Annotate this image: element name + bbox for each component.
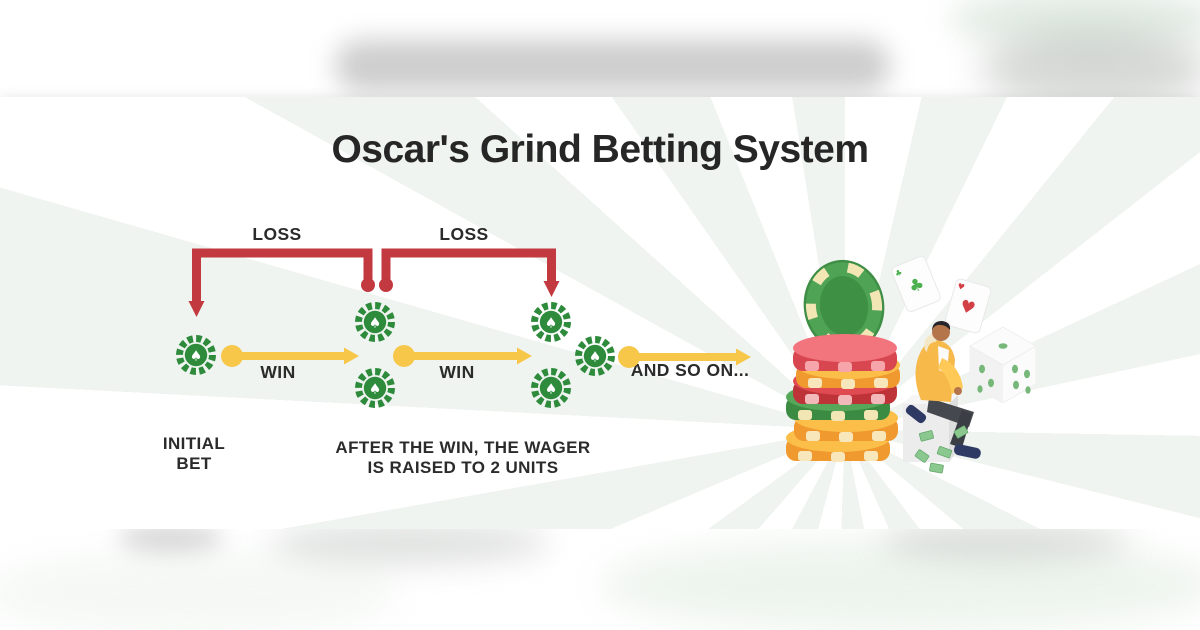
wager-caption: AFTER THE WIN, THE WAGER IS RAISED TO 2 … <box>335 438 590 478</box>
wager-caption-line2: IS RAISED TO 2 UNITS <box>367 458 559 477</box>
loss-label-2: LOSS <box>439 224 489 244</box>
initial-bet-label: INITIAL BET <box>163 434 225 474</box>
win-label-2: WIN <box>439 362 475 382</box>
blurred-reflection <box>270 529 550 565</box>
and-so-on-label: AND SO ON... <box>630 360 750 380</box>
infographic-card: Oscar's Grind Betting System LOSS LOSS W… <box>0 97 1200 529</box>
blurred-title-reflection <box>335 40 890 92</box>
initial-bet-line1: INITIAL <box>162 434 226 453</box>
wager-caption-line1: AFTER THE WIN, THE WAGER <box>335 438 591 457</box>
blurred-corner-reflection <box>980 32 1200 97</box>
blurred-reflection <box>880 529 1130 561</box>
bottom-blur-strip <box>0 529 1200 630</box>
blurred-ray-reflection <box>600 539 1200 630</box>
win-label-1: WIN <box>260 362 296 382</box>
loss-label-1: LOSS <box>252 224 302 244</box>
blurred-reflection <box>0 551 400 630</box>
top-blur-strip <box>0 0 1200 97</box>
blurred-reflection <box>118 529 223 553</box>
initial-bet-line2: BET <box>176 454 212 473</box>
page-title: Oscar's Grind Betting System <box>331 128 869 171</box>
